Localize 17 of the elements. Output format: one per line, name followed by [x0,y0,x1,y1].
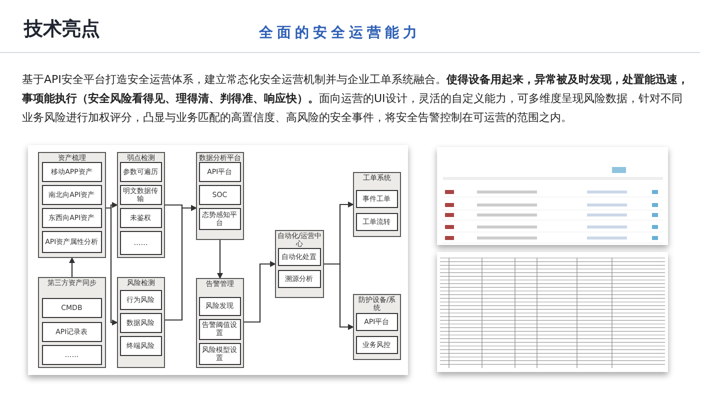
group-panel [275,230,324,298]
section-heading: 全面的安全运营能力 [258,24,422,42]
arrow [217,240,223,279]
arrow [165,205,197,321]
arrow [106,207,118,326]
page-title: 技术亮点 [24,17,100,42]
group-panel [353,172,401,237]
group-panel [117,277,165,368]
group-panel [117,152,165,258]
group-panel [196,278,244,368]
description-paragraph: 基于API安全平台打造安全运营体系，建立常态化安全运营机制并与企业工单系统融合。使得设备用起来，异常被及时发现，处置能迅速，事项能执行（安全风险看得见、理得清、判得准、响应快）。面向运营的UI设计，灵活的自定义能力，可多维度呈现风险数据，针对不同业务风险进行加权评分，凸显与业务匹配的高置信度、高风险的安全事件，将安全告警控制在可运营的范围之内。 [22,72,690,126]
group-panel [38,277,106,368]
group-panel [196,152,244,240]
group-panel [353,294,401,360]
arrow [69,257,75,277]
group-panel [38,152,106,258]
arrow [244,261,276,323]
